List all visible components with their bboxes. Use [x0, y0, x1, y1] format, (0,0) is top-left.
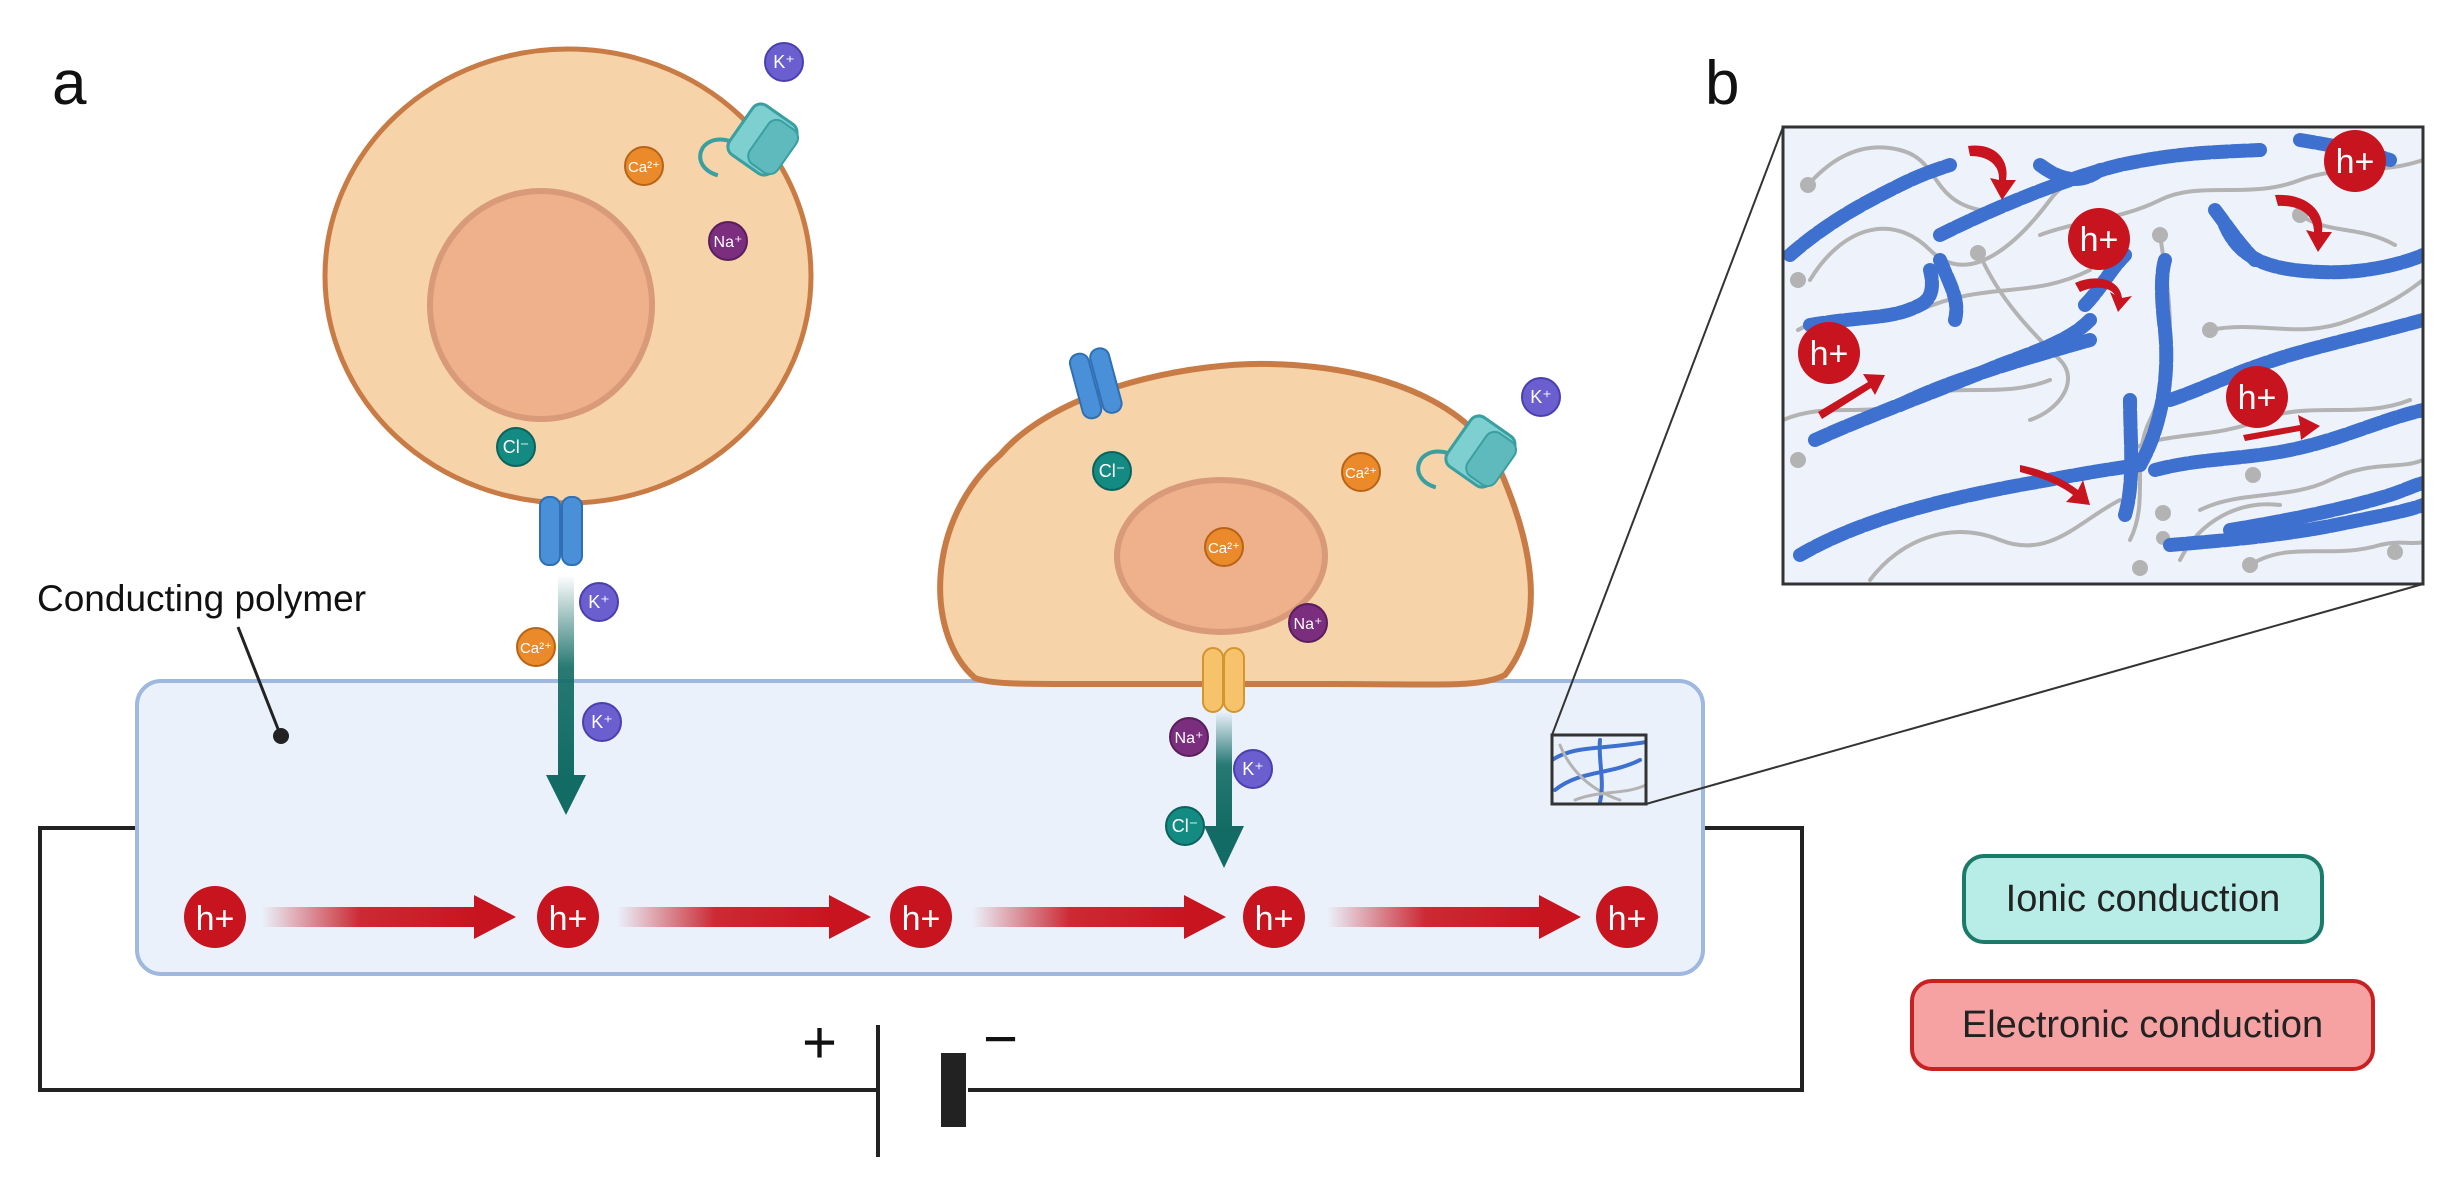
battery-icon	[876, 1025, 966, 1157]
sodium-ion: Na⁺	[708, 221, 748, 261]
hole-charge: h+	[1798, 322, 1860, 384]
svg-text:Na⁺: Na⁺	[714, 234, 743, 251]
electronic-flow-arrow	[617, 895, 871, 939]
hole-charge: h+	[1243, 886, 1305, 948]
round-cell	[322, 46, 814, 506]
ion-pump-icon	[1416, 414, 1518, 490]
calcium-ion: Ca²⁺	[516, 627, 556, 667]
svg-text:Ca²⁺: Ca²⁺	[1345, 465, 1377, 482]
svg-text:h+: h+	[2238, 379, 2277, 417]
svg-text:h+: h+	[2080, 221, 2119, 259]
svg-text:Cl⁻: Cl⁻	[503, 437, 530, 457]
calcium-ion: Ca²⁺	[1204, 527, 1244, 567]
battery-minus-label: −	[983, 1005, 1019, 1072]
hole-charge: h+	[890, 886, 952, 948]
zoom-lines	[1551, 126, 2424, 805]
ion-channel-icon	[1202, 647, 1245, 713]
circuit-wire	[38, 826, 1804, 1092]
svg-text:h+: h+	[1608, 900, 1647, 938]
svg-text:K⁺: K⁺	[1530, 387, 1552, 407]
ionic-flow-arrow	[546, 575, 586, 815]
svg-text:K⁺: K⁺	[773, 52, 795, 72]
electronic-flow-arrow	[1327, 895, 1581, 939]
adherent-cell	[937, 360, 1534, 688]
svg-text:Ca²⁺: Ca²⁺	[520, 640, 552, 657]
potassium-ion: K⁺	[579, 582, 619, 622]
legend-electronic-conduction: Electronic conduction	[1910, 979, 2375, 1071]
svg-text:h+: h+	[2336, 143, 2375, 181]
hole-charge: h+	[2226, 366, 2288, 428]
panel-a-label: a	[52, 49, 87, 118]
chloride-ion: Cl⁻	[1092, 451, 1132, 491]
hole-charge: h+	[184, 886, 246, 948]
hole-charge: h+	[2324, 130, 2386, 192]
hole-charge: h+	[1596, 886, 1658, 948]
legend-ionic-conduction: Ionic conduction	[1962, 854, 2324, 944]
svg-text:Cl⁻: Cl⁻	[1099, 461, 1126, 481]
battery-plus-label: +	[802, 1009, 838, 1076]
chloride-ion: Cl⁻	[1165, 806, 1205, 846]
electronic-flow-arrow	[972, 895, 1226, 939]
legend-ionic-label: Ionic conduction	[2005, 877, 2281, 920]
svg-text:K⁺: K⁺	[1242, 759, 1264, 779]
sodium-ion: Na⁺	[1169, 717, 1209, 757]
panel-b-label: b	[1705, 49, 1740, 118]
svg-text:Cl⁻: Cl⁻	[1172, 816, 1199, 836]
chloride-ion: Cl⁻	[496, 427, 536, 467]
svg-text:Ca²⁺: Ca²⁺	[1208, 540, 1240, 557]
zoom-region-marker	[1550, 733, 1648, 806]
svg-text:Ca²⁺: Ca²⁺	[628, 159, 660, 176]
legend-electronic-label: Electronic conduction	[1961, 1003, 2324, 1046]
svg-text:K⁺: K⁺	[588, 592, 610, 612]
ion-channel-icon	[539, 496, 583, 566]
svg-text:h+: h+	[1255, 900, 1294, 938]
potassium-ion: K⁺	[1233, 749, 1273, 789]
svg-text:h+: h+	[902, 900, 941, 938]
calcium-ion: Ca²⁺	[624, 146, 664, 186]
ionic-flow-arrow	[1204, 712, 1244, 868]
sodium-ion: Na⁺	[1288, 603, 1328, 643]
calcium-ion: Ca²⁺	[1341, 452, 1381, 492]
svg-text:K⁺: K⁺	[591, 712, 613, 732]
ion-channel-icon	[1068, 347, 1123, 420]
hole-charge: h+	[537, 886, 599, 948]
conducting-polymer-film	[135, 679, 1705, 976]
nucleus	[427, 188, 655, 422]
svg-text:Na⁺: Na⁺	[1175, 730, 1204, 747]
potassium-ion: K⁺	[1521, 377, 1561, 417]
svg-text:h+: h+	[1810, 335, 1849, 373]
potassium-ion: K⁺	[764, 42, 804, 82]
ion-pump-icon	[698, 102, 800, 178]
hole-charge: h+	[2068, 208, 2130, 270]
conducting-polymer-label: Conducting polymer	[37, 578, 367, 619]
svg-text:Na⁺: Na⁺	[1294, 616, 1323, 633]
polymer-label-pointer	[236, 626, 289, 744]
potassium-ion: K⁺	[582, 702, 622, 742]
polymer-zoom-inset: h+ h+ h+ h+	[1781, 125, 2425, 586]
svg-text:h+: h+	[549, 900, 588, 938]
svg-text:h+: h+	[196, 900, 235, 938]
electronic-flow-arrow	[262, 895, 516, 939]
